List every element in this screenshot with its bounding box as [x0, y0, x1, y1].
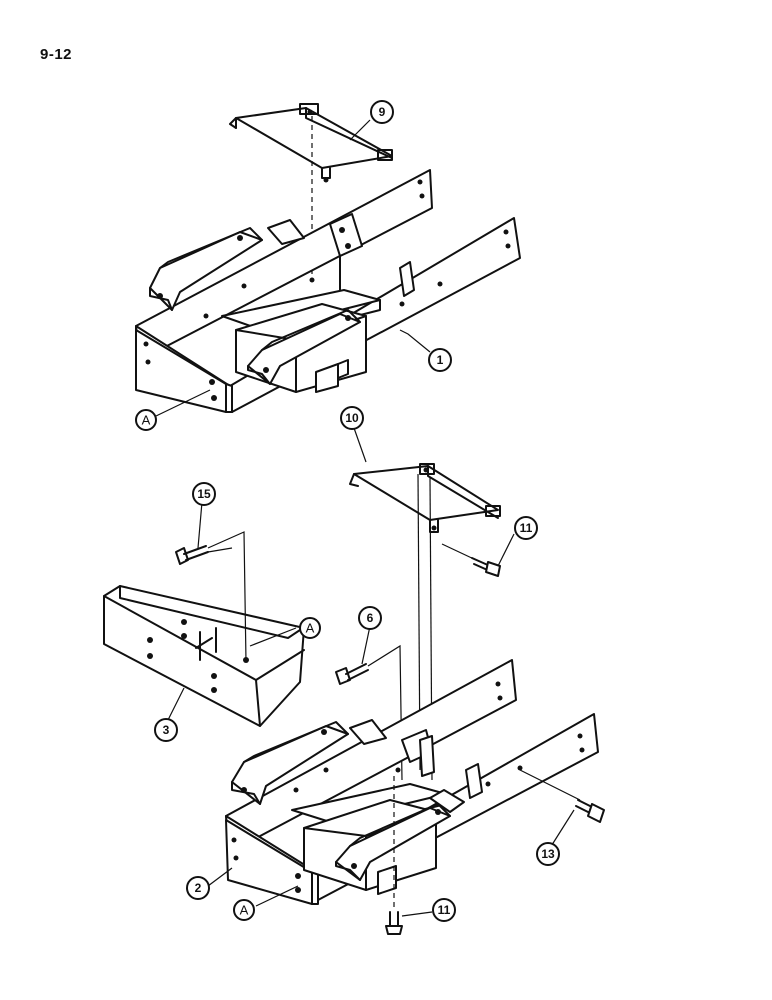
lower-frame-assembly: [225, 659, 599, 905]
callout-a-lower: A: [233, 899, 255, 921]
callout-11-lower-label: 11: [438, 903, 451, 917]
callout-13: 13: [536, 842, 560, 866]
bracket-10: [349, 463, 501, 533]
bolt-13: [519, 769, 605, 823]
callout-6: 6: [358, 606, 382, 630]
callout-a-upper-label: A: [142, 413, 151, 428]
callout-2: 2: [186, 876, 210, 900]
callout-6-label: 6: [367, 611, 374, 625]
callout-1: 1: [428, 348, 452, 372]
page-number: 9-12: [40, 46, 73, 63]
callout-11-lower: 11: [432, 898, 456, 922]
callout-10: 10: [340, 406, 364, 430]
bolt-11-lower: [385, 911, 403, 935]
callout-a-middle-label: A: [306, 621, 315, 636]
bolt-15: [175, 531, 247, 663]
callout-9-label: 9: [379, 105, 386, 119]
callout-15-label: 15: [197, 487, 211, 501]
upper-frame-assembly: [135, 103, 521, 413]
bolt-11-upper: [441, 543, 501, 577]
callout-a-lower-label: A: [240, 903, 249, 918]
callout-3: 3: [154, 718, 178, 742]
callout-11-upper: 11: [514, 516, 538, 540]
callout-1-label: 1: [437, 353, 444, 367]
weight-bracket-3: [103, 585, 305, 727]
callout-a-upper: A: [135, 409, 157, 431]
bracket-9: [229, 103, 393, 183]
callout-15: 15: [192, 482, 216, 506]
callout-10-label: 10: [345, 411, 359, 425]
callout-3-label: 3: [163, 723, 170, 737]
callout-2-label: 2: [195, 881, 202, 895]
callout-9: 9: [370, 100, 394, 124]
callout-a-middle: A: [299, 617, 321, 639]
callout-11-upper-label: 11: [520, 521, 533, 535]
callout-13-label: 13: [541, 847, 555, 861]
